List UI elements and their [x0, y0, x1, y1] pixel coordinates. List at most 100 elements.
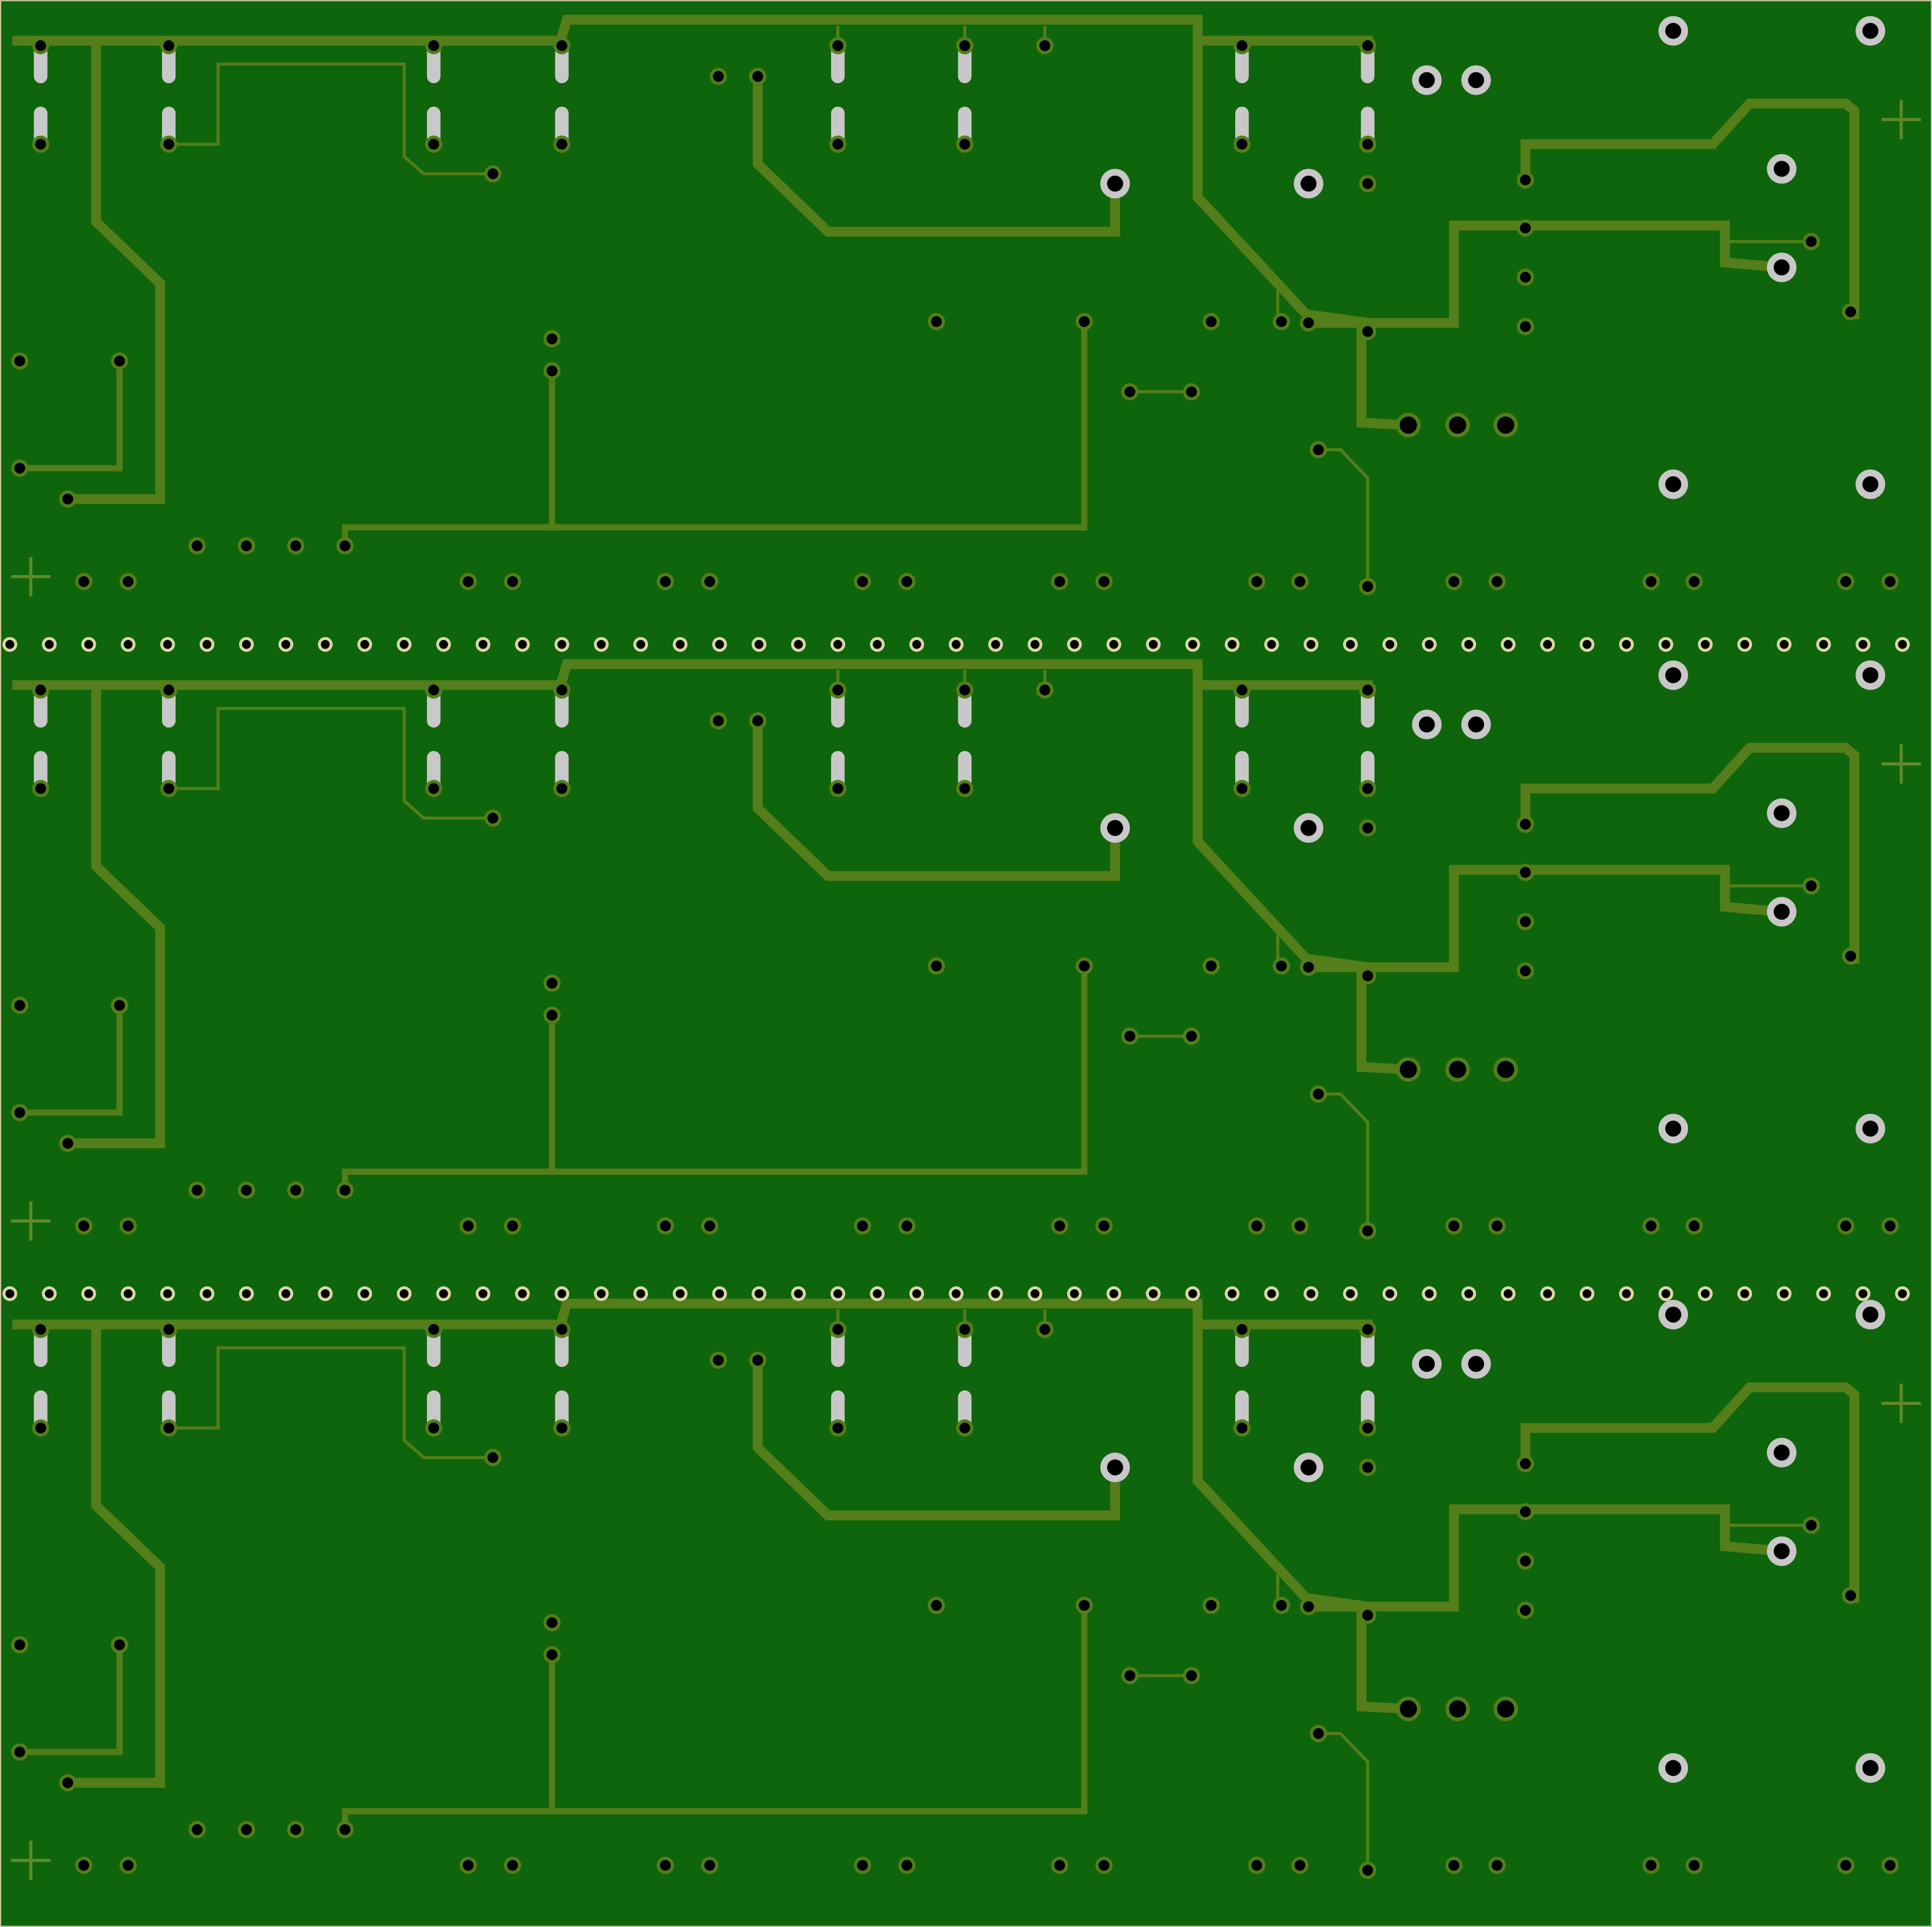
drill-hole [1362, 581, 1373, 592]
drill-hole [123, 640, 133, 649]
drill-hole [281, 1289, 291, 1298]
drill-hole [1859, 640, 1868, 649]
drill-hole [1418, 716, 1435, 733]
drill-hole [557, 640, 567, 649]
drill-hole [45, 640, 54, 649]
drill-hole [1124, 1670, 1136, 1681]
plus-sign-icon [1881, 1383, 1921, 1424]
circuit-panels [11, 14, 1921, 1881]
drill-hole [320, 1289, 330, 1298]
drill-hole [1519, 321, 1531, 332]
drill-hole [597, 640, 606, 649]
drill-hole [1362, 822, 1373, 833]
drill-hole [1054, 1220, 1065, 1231]
drill-hole [959, 1422, 970, 1434]
drill-hole [1701, 640, 1710, 649]
drill-hole [901, 576, 912, 587]
drill-hole [1424, 640, 1434, 649]
drill-hole [912, 1289, 921, 1298]
drill-hole [123, 1289, 133, 1298]
drill-hole [556, 1324, 567, 1335]
drill-hole [1448, 1220, 1460, 1231]
drill-hole [1519, 222, 1531, 234]
drill-hole [959, 783, 970, 794]
drill-hole [1206, 1599, 1217, 1611]
drill-hole [1345, 640, 1355, 649]
drill-hole [507, 1860, 519, 1871]
drill-hole [1294, 576, 1306, 587]
drill-hole [5, 640, 14, 649]
drill-hole [1303, 962, 1314, 973]
drill-hole [1464, 1289, 1474, 1298]
drill-hole [1362, 1610, 1373, 1621]
drill-hole [5, 1289, 14, 1298]
drill-hole [1107, 820, 1123, 836]
breakaway-rows [2, 637, 1910, 1301]
drill-hole [675, 1289, 685, 1298]
drill-hole [122, 576, 134, 587]
copper-trace [753, 715, 1120, 881]
drill-hole [1806, 1519, 1817, 1531]
drill-hole [360, 1289, 369, 1298]
drill-hole [1030, 1289, 1039, 1298]
drill-hole [507, 1220, 519, 1231]
drill-hole [1845, 950, 1856, 962]
copper-trace [1520, 98, 1860, 319]
drill-hole [399, 1289, 409, 1298]
drill-hole [1400, 416, 1417, 434]
drill-hole [1862, 1306, 1879, 1323]
drill-hole [715, 640, 724, 649]
drill-hole [704, 576, 715, 587]
drill-hole [873, 1289, 882, 1298]
drill-hole [1306, 1289, 1316, 1298]
drill-hole [1313, 1728, 1324, 1739]
drill-hole [241, 1289, 251, 1298]
drill-hole [952, 1289, 961, 1298]
copper-trace [167, 706, 494, 820]
drill-hole [1862, 1120, 1879, 1137]
circuit-panel [11, 14, 1921, 597]
drill-hole [290, 1824, 302, 1835]
drill-hole [339, 1185, 351, 1196]
drill-hole [1276, 1599, 1287, 1611]
drill-hole [1267, 1289, 1276, 1298]
drill-hole [1645, 576, 1657, 587]
drill-hole [857, 576, 868, 587]
drill-hole [832, 783, 844, 794]
drill-hole [1098, 1860, 1110, 1871]
drill-hole [1362, 783, 1373, 794]
drill-hole [62, 1777, 73, 1788]
drill-hole [241, 640, 251, 649]
drill-hole [1188, 1289, 1197, 1298]
drill-hole [1107, 175, 1123, 192]
drill-hole [1306, 640, 1316, 649]
drill-hole [833, 640, 843, 649]
drill-hole [1665, 476, 1681, 493]
drill-hole [202, 640, 212, 649]
drill-hole [1449, 416, 1466, 434]
plus-sign-icon [11, 1840, 51, 1881]
drill-hole [241, 1824, 252, 1835]
drill-hole [1124, 386, 1136, 397]
drill-hole [1774, 1444, 1790, 1461]
drill-hole [14, 1746, 25, 1758]
drill-hole [1884, 1220, 1896, 1231]
drill-hole [959, 139, 970, 150]
drill-hole [1519, 818, 1531, 830]
copper-trace [1317, 1732, 1370, 1872]
drill-hole [1543, 640, 1553, 649]
copper-trace [167, 62, 494, 176]
copper-trace [753, 71, 1120, 237]
copper-trace [1317, 448, 1370, 588]
drill-hole [1303, 1601, 1314, 1612]
drill-hole [1236, 1324, 1248, 1335]
drill-hole [487, 812, 499, 824]
drill-hole [1448, 576, 1460, 587]
drill-hole [1276, 316, 1287, 328]
drill-hole [704, 1220, 715, 1231]
drill-hole [1070, 640, 1079, 649]
drill-hole [1582, 640, 1592, 649]
drill-hole [675, 640, 685, 649]
drill-hole [1645, 1860, 1657, 1871]
drill-hole [546, 1009, 558, 1021]
